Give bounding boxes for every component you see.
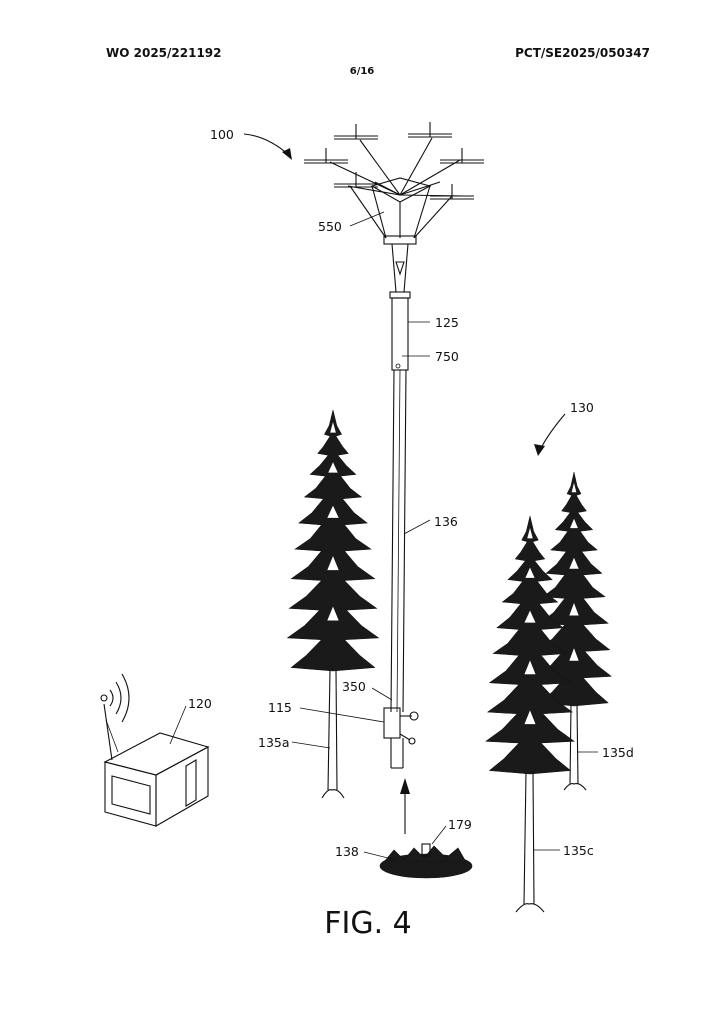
rotor-icon xyxy=(303,147,349,164)
figure-caption: FIG. 4 xyxy=(324,906,412,941)
ref-550: 550 xyxy=(318,219,342,234)
application-number: PCT/SE2025/050347 xyxy=(515,46,650,60)
ref-135a: 135a xyxy=(258,735,290,750)
ground-station xyxy=(100,673,210,827)
ref-750: 750 xyxy=(435,349,459,364)
ref-125: 125 xyxy=(435,315,459,330)
ref-130: 130 xyxy=(570,400,594,415)
ref-350: 350 xyxy=(342,679,366,694)
rotor-icon xyxy=(333,123,379,140)
telescopic-pole xyxy=(383,291,419,769)
ref-115: 115 xyxy=(268,700,292,715)
sheet-number: 6/16 xyxy=(349,66,375,77)
rotor-icon xyxy=(439,147,485,164)
drone xyxy=(303,121,485,293)
ref-179: 179 xyxy=(448,817,472,832)
ref-100: 100 xyxy=(210,127,234,142)
tree-135c xyxy=(485,515,575,913)
reference-numerals: 100 550 125 750 130 136 350 115 120 135a… xyxy=(188,127,634,859)
leader-lines xyxy=(169,133,598,861)
cut-treetop xyxy=(379,778,473,879)
publication-number: WO 2025/221192 xyxy=(106,46,222,60)
rotor-icon xyxy=(407,121,453,138)
tree-135a xyxy=(286,409,380,799)
rotor-icon xyxy=(333,171,379,188)
ref-135c: 135c xyxy=(563,843,594,858)
ref-136: 136 xyxy=(434,514,458,529)
ref-120: 120 xyxy=(188,696,212,711)
ref-135d: 135d xyxy=(602,745,634,760)
ref-138: 138 xyxy=(335,844,359,859)
